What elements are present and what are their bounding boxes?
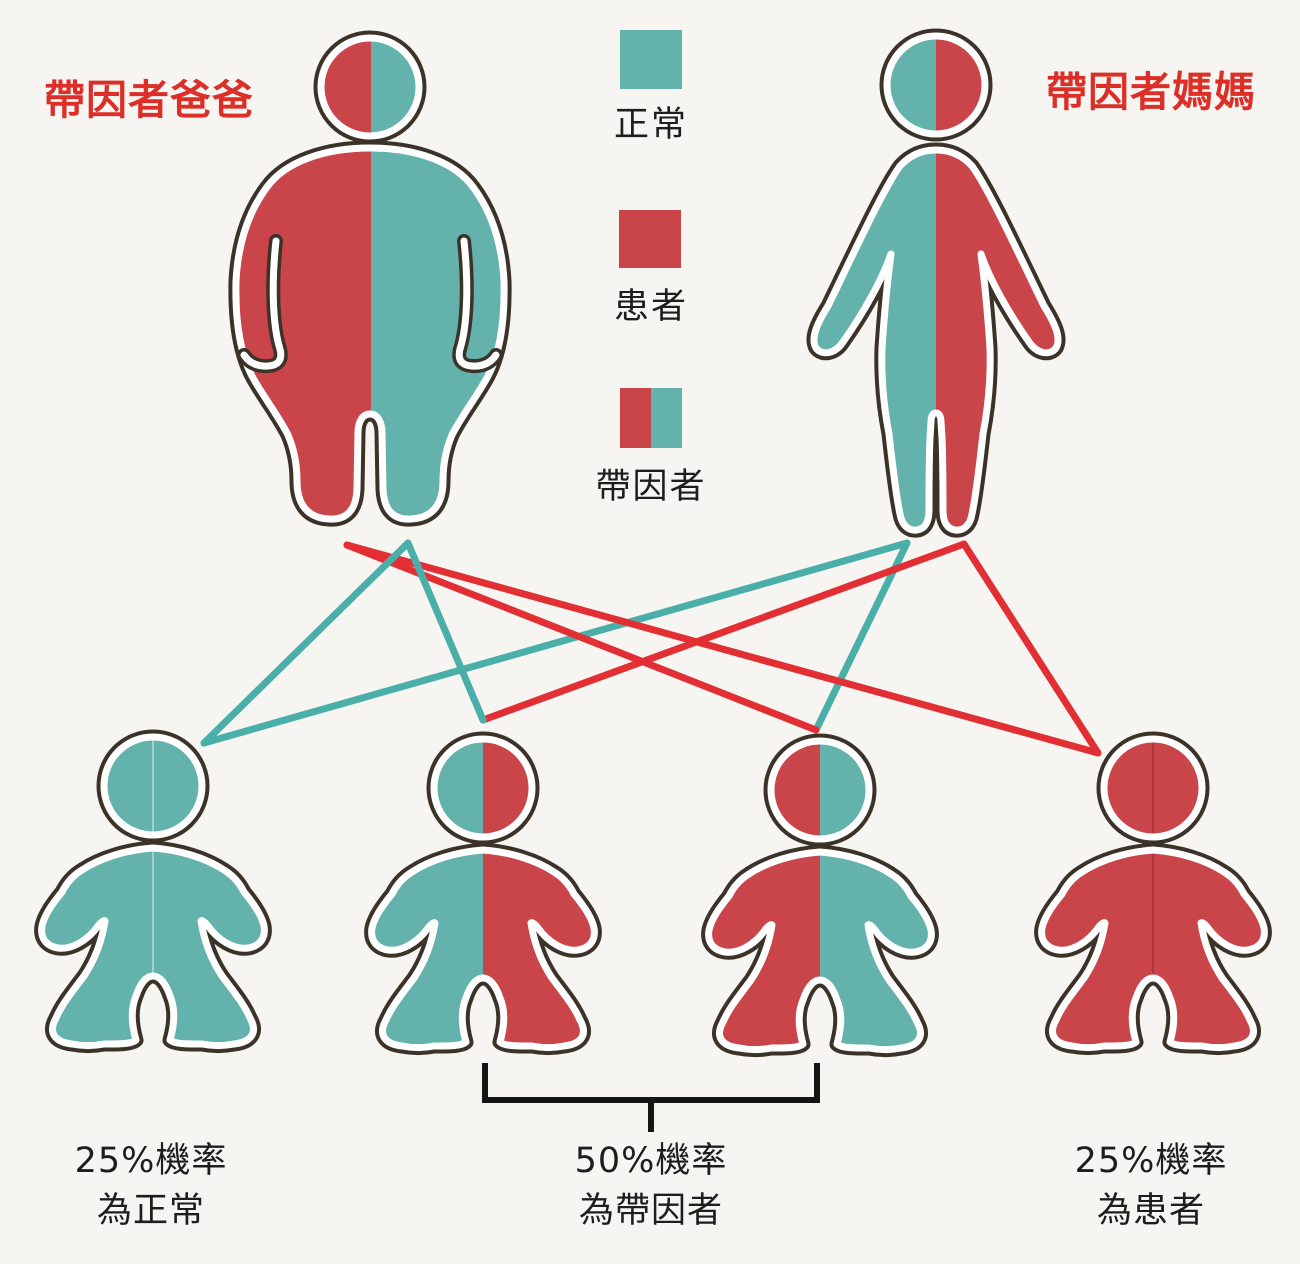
outcome-carrier: 50%機率 為帶因者	[531, 1136, 771, 1236]
outcome-normal: 25%機率 為正常	[31, 1136, 271, 1236]
line-father-normal-to-baby2	[404, 539, 487, 724]
mother-label: 帶因者媽媽	[1046, 68, 1256, 116]
baby-3-carrier	[705, 730, 935, 1050]
baby-1-normal	[38, 726, 268, 1046]
line-mother-normal-to-baby1	[200, 539, 911, 747]
legend-swatch-affected	[619, 210, 681, 268]
baby-2-carrier	[368, 728, 598, 1048]
legend-swatch-carrier	[620, 388, 682, 448]
line-mother-disease-to-baby4	[960, 540, 1102, 757]
bracket-path	[482, 1063, 820, 1132]
line-father-normal-to-baby1	[200, 539, 412, 747]
outcome-affected: 25%機率 為患者	[1031, 1136, 1271, 1236]
outcome-carrier-probability: 50%機率	[574, 1141, 728, 1181]
legend-swatch-normal	[620, 30, 682, 89]
father-label: 帶因者爸爸	[44, 76, 254, 124]
legend-label-carrier: 帶因者	[595, 467, 707, 507]
outcome-normal-result: 為正常	[96, 1191, 205, 1231]
line-mother-disease-to-baby2	[479, 540, 968, 724]
father-figure	[230, 30, 510, 525]
baby-4-affected	[1038, 728, 1268, 1048]
carrier-swatch-teal-half	[651, 388, 682, 448]
legend-label-normal: 正常	[613, 105, 688, 145]
line-mother-normal-to-baby3	[812, 539, 911, 734]
outcome-affected-result: 為患者	[1096, 1191, 1205, 1231]
outcome-carrier-result: 為帶因者	[578, 1191, 723, 1231]
carrier-swatch-red-half	[620, 388, 651, 448]
outcome-affected-probability: 25%機率	[1074, 1141, 1228, 1181]
line-father-disease-to-baby4	[343, 541, 1102, 757]
legend-label-affected: 患者	[613, 287, 688, 327]
mother-figure	[788, 28, 1088, 542]
outcome-normal-probability: 25%機率	[74, 1141, 228, 1181]
